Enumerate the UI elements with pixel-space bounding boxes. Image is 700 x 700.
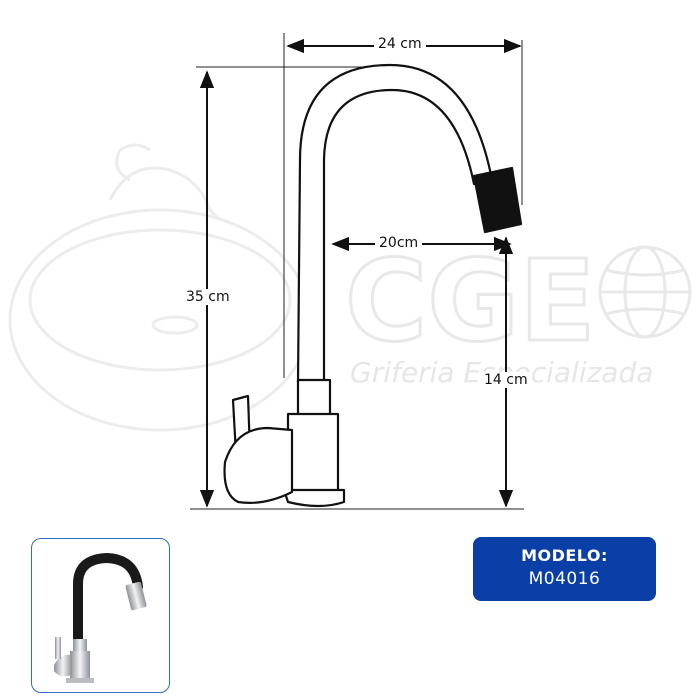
faucet-outline xyxy=(223,63,523,508)
model-title: MODELO: xyxy=(521,546,608,565)
spout-height-dimension-label: 14 cm xyxy=(480,372,532,388)
height-dimension-label: 35 cm xyxy=(182,289,234,305)
reach-dimension-label: 20cm xyxy=(375,235,423,251)
watermark-brand: CGE xyxy=(345,237,596,367)
model-badge: MODELO: M04016 xyxy=(473,537,656,601)
faucet-thumbnail-image xyxy=(54,552,147,683)
watermark-globe-icon xyxy=(598,245,692,339)
width-dimension-label: 24 cm xyxy=(374,36,426,52)
model-code: M04016 xyxy=(528,569,601,589)
product-thumbnail[interactable] xyxy=(31,538,170,693)
extension-lines xyxy=(190,33,524,510)
